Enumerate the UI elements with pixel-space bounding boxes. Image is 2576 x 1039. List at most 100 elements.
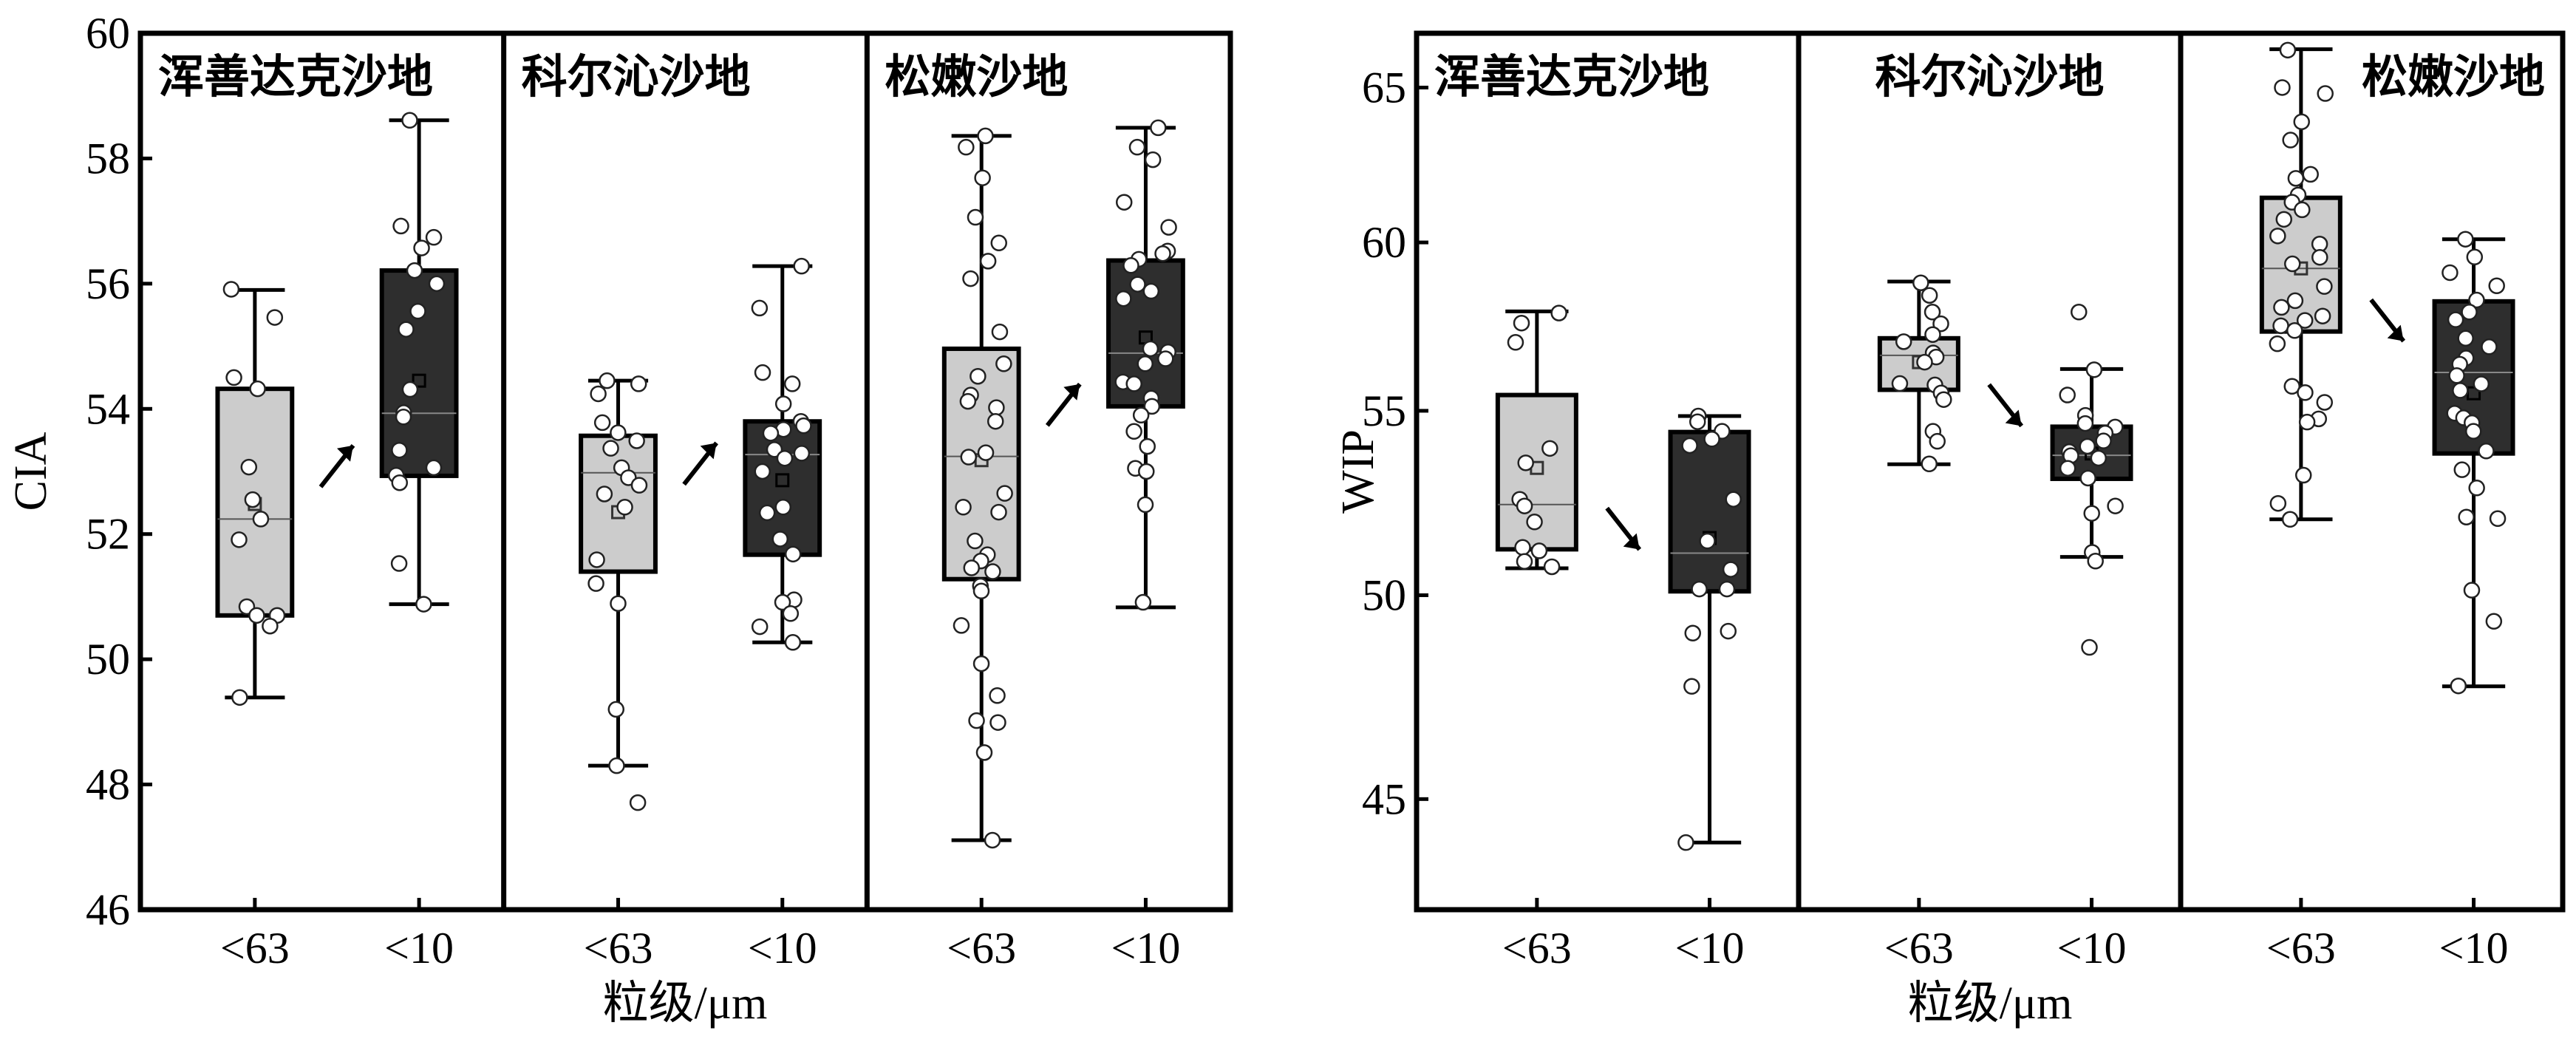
- data-point: [758, 504, 776, 522]
- data-point: [955, 499, 972, 516]
- y-tick-label: 50: [86, 635, 130, 684]
- data-point: [988, 399, 1005, 416]
- x-tick-label: <10: [1111, 924, 1181, 972]
- data-point: [1115, 194, 1133, 211]
- data-point: [2286, 322, 2303, 339]
- data-point: [990, 234, 1008, 252]
- data-point: [959, 392, 977, 410]
- x-tick-label: <10: [384, 924, 454, 972]
- data-point: [2090, 449, 2108, 467]
- data-point: [1725, 491, 1742, 508]
- y-tick-label: 58: [86, 134, 130, 183]
- data-point: [222, 281, 240, 298]
- data-point: [984, 563, 1001, 580]
- data-point: [398, 321, 415, 338]
- data-point: [953, 617, 970, 634]
- panel-label: 科尔沁沙地: [1875, 50, 2104, 103]
- data-point: [967, 208, 984, 226]
- data-point: [2293, 113, 2310, 131]
- data-point: [1924, 304, 1941, 321]
- data-point: [774, 593, 791, 611]
- data-point: [225, 369, 242, 386]
- data-point: [1137, 496, 1154, 514]
- data-point: [2442, 264, 2459, 282]
- data-point: [1150, 119, 1167, 137]
- data-point: [1137, 355, 1154, 372]
- data-point: [1139, 437, 1156, 455]
- data-point: [793, 257, 810, 275]
- data-point: [2273, 299, 2290, 316]
- data-point: [2294, 201, 2311, 219]
- data-point: [2461, 304, 2478, 321]
- arrow-head-icon: [2005, 409, 2022, 426]
- data-point: [1541, 440, 1558, 457]
- data-point: [2302, 166, 2319, 183]
- y-tick-label: 46: [86, 885, 130, 934]
- data-point: [968, 712, 985, 729]
- panel: 松嫩沙地<63<10: [2178, 33, 2545, 972]
- y-tick-label: 60: [86, 9, 130, 58]
- data-point: [1138, 463, 1155, 480]
- data-point: [2269, 228, 2286, 245]
- data-point: [989, 714, 1006, 731]
- data-point: [1921, 455, 1938, 473]
- box-lt63: [2259, 41, 2342, 528]
- plot-frame: [1414, 30, 2566, 913]
- data-point: [2283, 378, 2300, 395]
- data-point: [593, 414, 611, 432]
- data-point: [1128, 138, 1146, 156]
- data-point: [428, 275, 446, 293]
- data-point: [391, 441, 408, 459]
- data-point: [409, 302, 426, 320]
- data-point: [628, 432, 645, 449]
- data-point: [599, 372, 616, 389]
- data-point: [1143, 398, 1161, 415]
- data-point: [958, 138, 975, 156]
- data-point: [2452, 382, 2469, 399]
- data-point: [1516, 497, 1533, 514]
- data-point: [1921, 287, 1938, 304]
- data-point: [2447, 311, 2464, 328]
- data-point: [1129, 276, 1146, 293]
- x-tick-label: <10: [1675, 924, 1745, 972]
- data-point: [2059, 386, 2076, 403]
- data-point: [776, 449, 794, 467]
- data-point: [2457, 330, 2474, 347]
- data-point: [1691, 580, 1708, 598]
- data-point: [1144, 151, 1162, 168]
- data-point: [425, 459, 443, 477]
- data-point: [2079, 437, 2096, 455]
- data-point: [1677, 834, 1694, 851]
- data-point: [1683, 678, 1700, 695]
- data-point: [1935, 391, 1952, 408]
- arrow-head-icon: [2387, 324, 2404, 341]
- data-point: [2466, 248, 2484, 266]
- data-point: [240, 458, 258, 476]
- y-tick-label: 60: [1362, 218, 1406, 267]
- data-point: [2450, 677, 2467, 695]
- data-point: [784, 634, 802, 651]
- data-point: [244, 491, 262, 508]
- data-point: [588, 551, 605, 568]
- data-point: [977, 127, 994, 145]
- data-point: [2453, 461, 2471, 478]
- data-point: [1912, 274, 1929, 291]
- data-point: [249, 380, 266, 398]
- y-tick-label: 65: [1362, 63, 1406, 112]
- data-point: [766, 441, 783, 458]
- panel: 松嫩沙地<63<10: [864, 33, 1185, 972]
- data-point: [774, 499, 792, 516]
- data-point: [1720, 622, 1737, 640]
- box-lt10: [1106, 119, 1185, 611]
- data-point: [2468, 480, 2485, 497]
- data-point: [266, 309, 284, 326]
- data-point: [2279, 41, 2297, 59]
- data-point: [2081, 638, 2098, 656]
- data-point: [989, 687, 1006, 704]
- data-point: [629, 794, 647, 811]
- data-point: [2095, 432, 2112, 449]
- data-point: [231, 531, 248, 548]
- data-point: [975, 744, 993, 761]
- data-point: [608, 757, 625, 774]
- y-axis-title: WIP: [1333, 429, 1383, 514]
